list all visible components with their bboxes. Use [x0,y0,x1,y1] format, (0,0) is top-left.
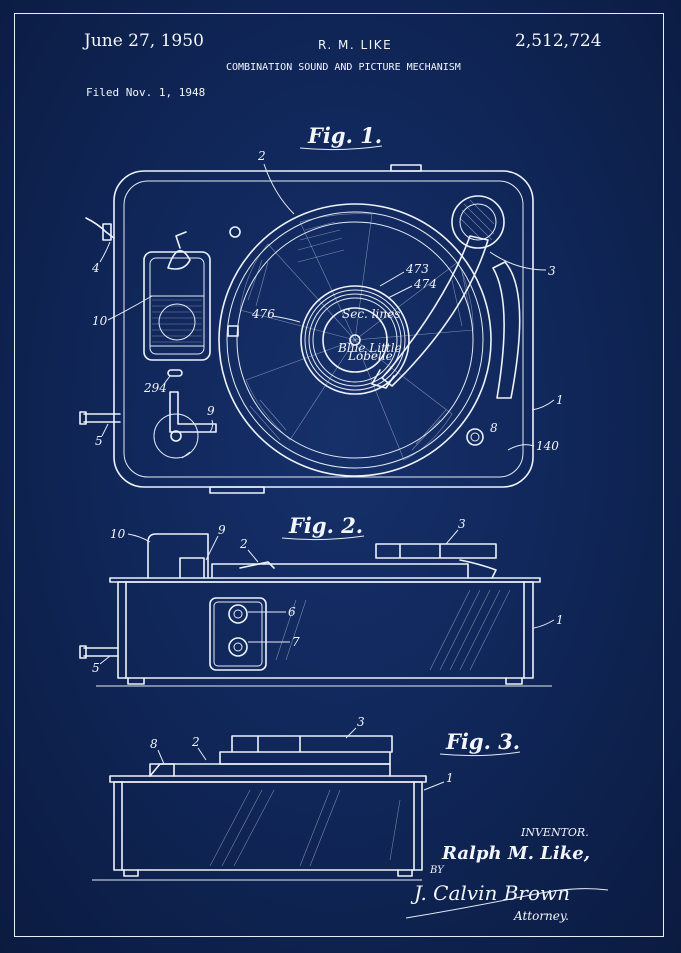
patent-title: COMBINATION SOUND AND PICTURE MECHANISM [226,62,461,73]
fig2-crank [83,647,119,657]
tone-arm [371,195,521,399]
record-disc [300,285,410,395]
fig2-ref-9: 9 [218,523,226,537]
figure-2-label: Fig. 2. [288,513,363,538]
control-panel [209,597,267,671]
ref-140: 140 [536,439,559,453]
ref-473: 473 [405,262,429,276]
arm-rest [492,261,521,399]
side-feet [123,869,413,877]
ref-4: 4 [91,261,100,275]
ref-476: 476 [251,307,275,321]
cabinet-outline [113,170,534,488]
ref-474: 474 [413,277,437,291]
volume-knob [228,604,248,624]
speed-control [153,391,217,459]
record-label-line-3: Lobelle [347,349,393,363]
power-cord [85,217,115,239]
side-tone-arm [219,735,393,765]
by-label: BY [429,865,445,876]
patent-number: 2,512,724 [515,31,602,51]
crank-handle [83,413,121,423]
filed-date: Filed Nov. 1, 1948 [86,86,206,99]
attorney-signature: J. Calvin Brown [410,881,570,905]
picture-viewer [143,231,211,361]
turntable-platter: Sec. lines Blue Little Lobelle [218,203,492,477]
fig2-ref-6: 6 [288,605,296,619]
adjust-knob [466,428,484,446]
fig3-ref-3: 3 [357,715,365,729]
figure-3-side-view: Fig. 3. 3 8 2 1 [92,715,520,881]
figure-3-label: Fig. 3. [445,729,520,754]
record-label [322,307,388,373]
fig3-ref-1: 1 [446,771,454,785]
figure-2-reference-numerals: 10 9 2 3 6 7 1 5 [92,517,564,675]
ref-294: 294 [143,381,167,395]
side-platter [149,763,391,777]
figure-2-front-view: Fig. 2. 10 [79,513,564,687]
cord-plug [102,223,112,241]
page-border [14,13,664,937]
platter-side [211,563,469,579]
indicator-slot [167,369,183,377]
cabinet-front [117,581,534,679]
figure-1-reference-numerals: 2 3 4 10 294 5 9 473 474 476 8 [91,149,564,453]
ref-10: 10 [92,314,108,328]
signature-block: INVENTOR. Ralph M. Like, BY J. Calvin Br… [405,826,609,923]
record-label-line-2: Blue Little [337,341,402,355]
fig2-ref-5: 5 [92,661,100,675]
patent-date: June 27, 1950 [84,31,204,51]
figure-3-reference-numerals: 3 8 2 1 [150,715,454,791]
ref-3: 3 [548,264,556,278]
figure-1-top-view: Fig. 1. [79,123,564,494]
cabinet-lid-edge [109,577,541,583]
crank-knob [79,411,87,425]
inventor-header: R. M. LIKE [318,38,393,52]
ref-9: 9 [207,404,215,418]
tone-knob [228,637,248,657]
fig2-ref-7: 7 [292,635,300,649]
bottom-latch [209,486,265,494]
side-cabinet [113,781,423,871]
attorney-caption: Attorney. [513,909,569,923]
fig2-tone-arm [375,543,497,559]
spindle [349,334,361,346]
ref-8: 8 [490,421,498,435]
fig2-ref-2: 2 [239,537,248,551]
ref-2: 2 [257,149,266,163]
cabinet-inner-outline [123,180,524,478]
fig3-ref-8: 8 [150,737,158,751]
record-label-line-1: Sec. lines [342,307,400,321]
inventor-caption: INVENTOR. [520,826,589,839]
fig2-ref-10: 10 [110,527,126,541]
fig2-ref-3: 3 [458,517,466,531]
top-latch [390,164,422,172]
inventor-name: Ralph M. Like, [441,843,590,864]
figure-1-label: Fig. 1. [307,123,382,148]
fig2-ref-1: 1 [556,613,564,627]
fig3-ref-2: 2 [191,735,200,749]
viewer-housing [147,533,209,579]
ref-5: 5 [95,434,103,448]
ref-1: 1 [556,393,564,407]
side-lid-edge [109,775,427,783]
small-knob [229,226,241,238]
feet [127,677,523,685]
